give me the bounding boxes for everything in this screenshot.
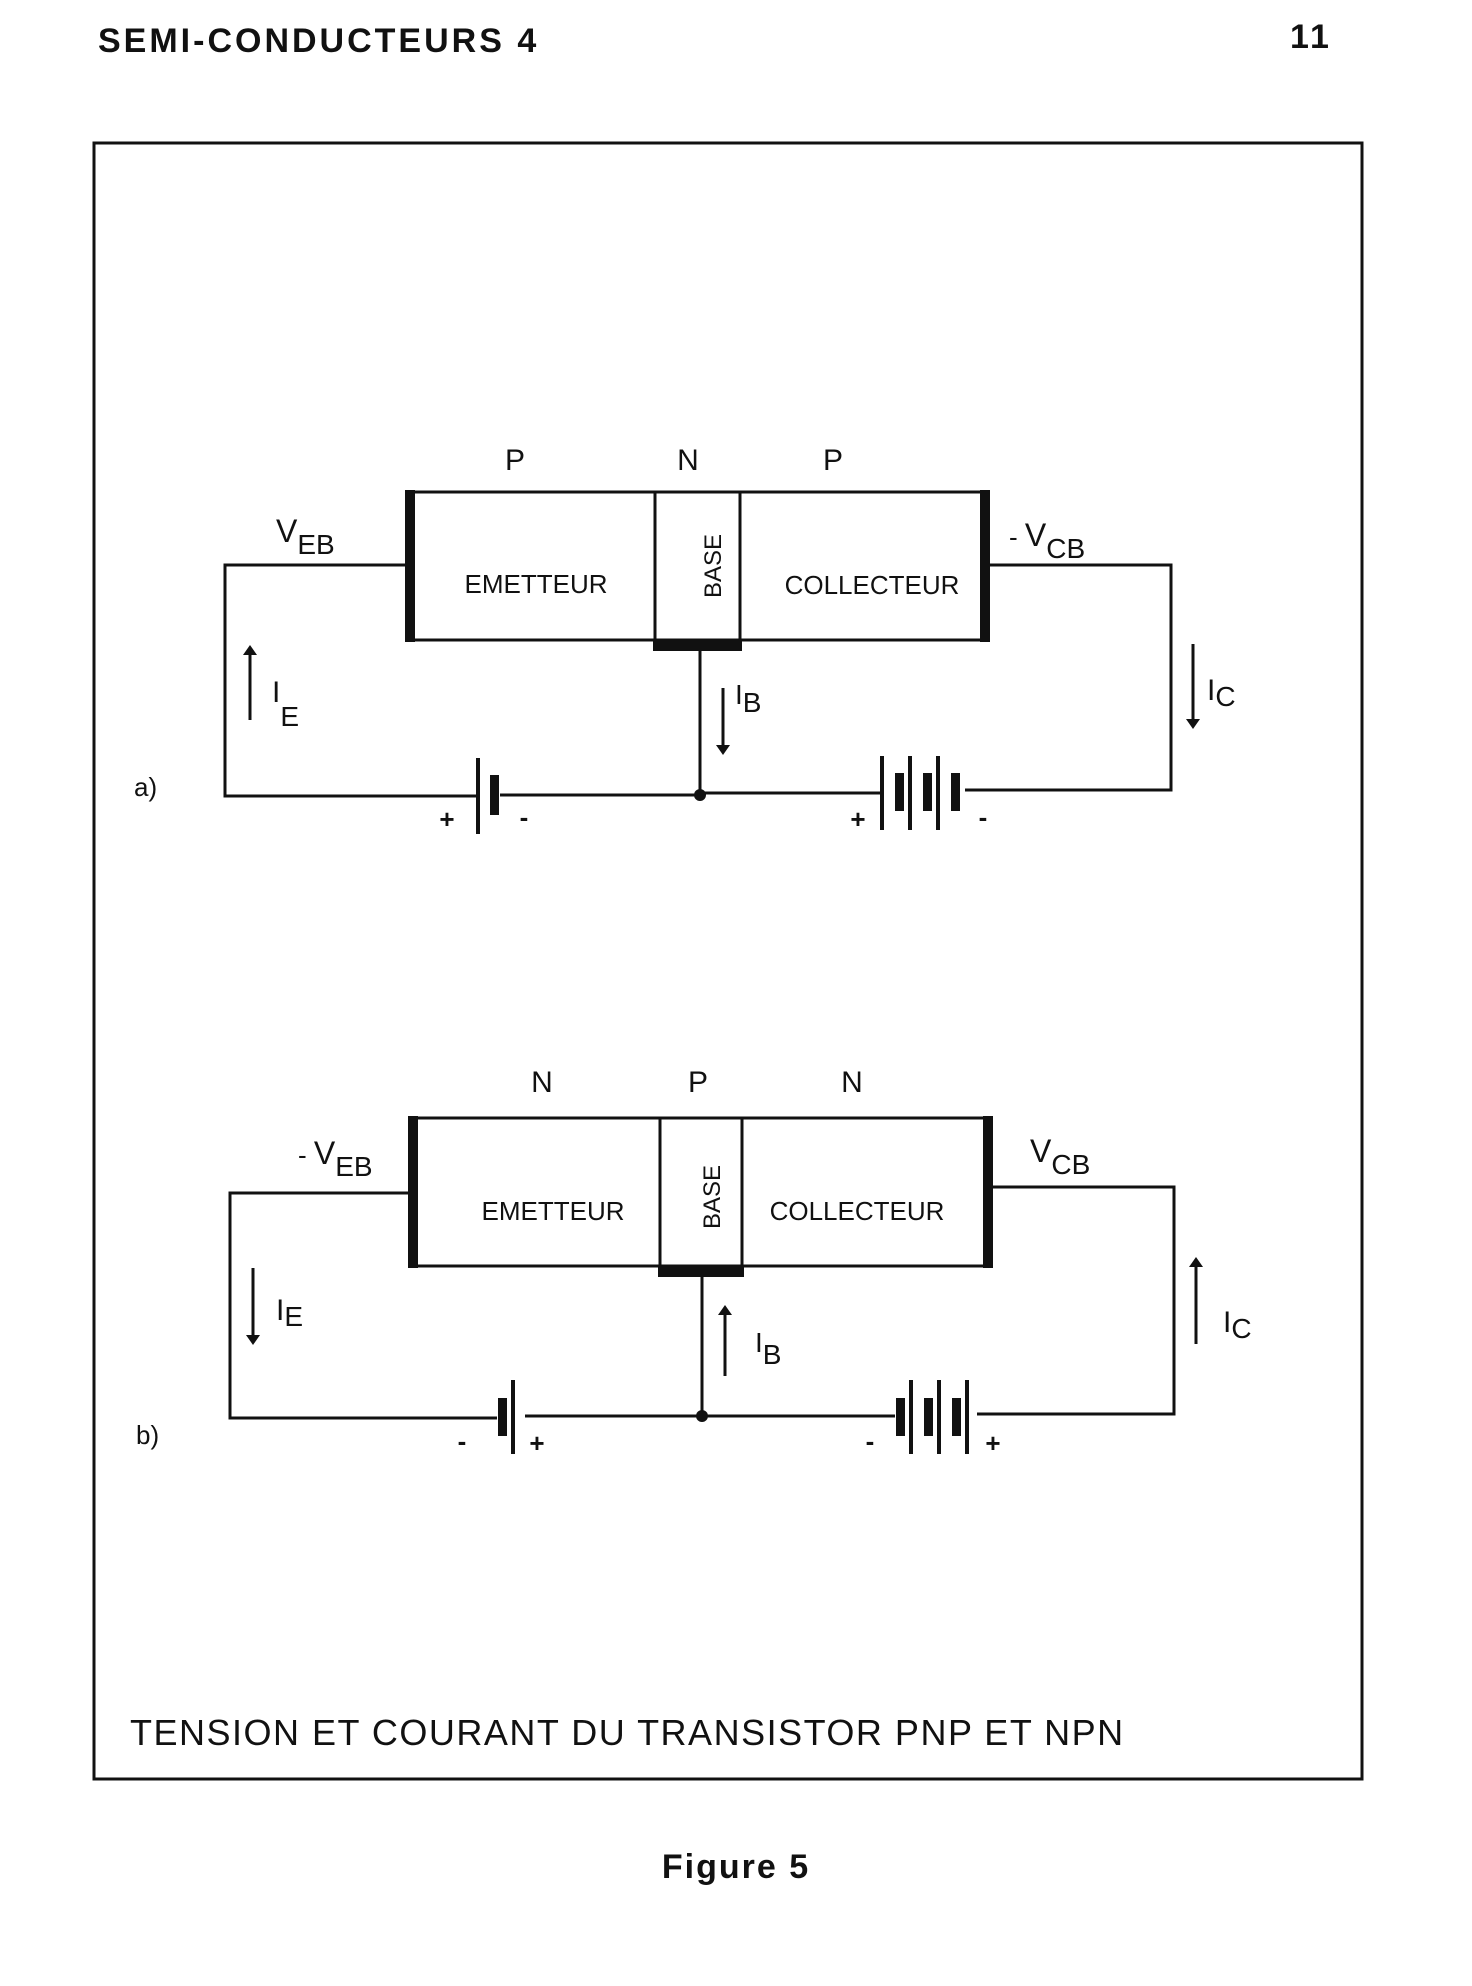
vcb-label-b: VCB: [1030, 1133, 1090, 1180]
panel-b: N P N EMETTEUR BASE COLLECTEUR - +: [136, 1066, 1252, 1458]
figure-caption: Figure 5: [661, 1848, 811, 1886]
type-label-emitter-b: N: [531, 1066, 553, 1099]
type-label-emitter: P: [505, 444, 525, 477]
base-label-b: BASE: [699, 1165, 726, 1229]
emitter-label-b: EMETTEUR: [482, 1196, 625, 1226]
diagram-title: TENSION ET COURANT DU TRANSISTOR PNP ET …: [130, 1712, 1125, 1753]
panel-a: P N P EMETTEUR BASE COLLECTEUR + -: [134, 444, 1236, 834]
type-label-base-b: P: [688, 1066, 708, 1099]
collector-circuit-a: [965, 563, 1173, 792]
battery-plus-b1: +: [529, 1428, 544, 1458]
battery-minus-b1: -: [458, 1426, 467, 1456]
battery-minus-b2: -: [866, 1426, 875, 1456]
ib-label-b: IB: [755, 1327, 781, 1370]
page-number: 11: [1290, 18, 1332, 56]
vcb-label-a: - VCB: [1009, 517, 1085, 564]
emitter-circuit-a: [223, 563, 476, 798]
type-label-base: N: [677, 444, 699, 477]
battery-veb-b: [498, 1380, 515, 1454]
battery-minus-a2: -: [979, 802, 988, 832]
ie-label-a: IE: [272, 676, 299, 732]
battery-plus-a1: +: [439, 804, 454, 834]
figure-frame: [92, 141, 1364, 1781]
battery-plus-b2: +: [985, 1428, 1000, 1458]
base-label-a: BASE: [700, 534, 727, 598]
veb-label-a: VEB: [276, 513, 335, 560]
emitter-circuit-b: [228, 1191, 497, 1420]
type-label-collector-b: N: [841, 1066, 863, 1099]
emitter-label-a: EMETTEUR: [465, 569, 608, 599]
collector-circuit-b: [977, 1185, 1176, 1416]
ib-label-a: IB: [735, 679, 761, 718]
panel-label-b: b): [136, 1420, 159, 1450]
ie-label-b: IE: [276, 1294, 303, 1332]
battery-vcb-a: [880, 756, 960, 830]
battery-veb-a: [476, 758, 499, 834]
transistor-body-a: [408, 490, 989, 642]
collector-label-b: COLLECTEUR: [770, 1196, 945, 1226]
panel-label-a: a): [134, 772, 157, 802]
veb-label-b: - VEB: [298, 1135, 373, 1182]
collector-label-a: COLLECTEUR: [785, 570, 960, 600]
ic-label-b: IC: [1223, 1306, 1252, 1344]
battery-vcb-b: [896, 1380, 969, 1454]
running-header: SEMI-CONDUCTEURS 4: [98, 22, 540, 60]
ic-label-a: IC: [1207, 674, 1236, 712]
type-label-collector: P: [823, 444, 843, 477]
battery-minus-a1: -: [520, 802, 529, 832]
battery-plus-a2: +: [850, 804, 865, 834]
